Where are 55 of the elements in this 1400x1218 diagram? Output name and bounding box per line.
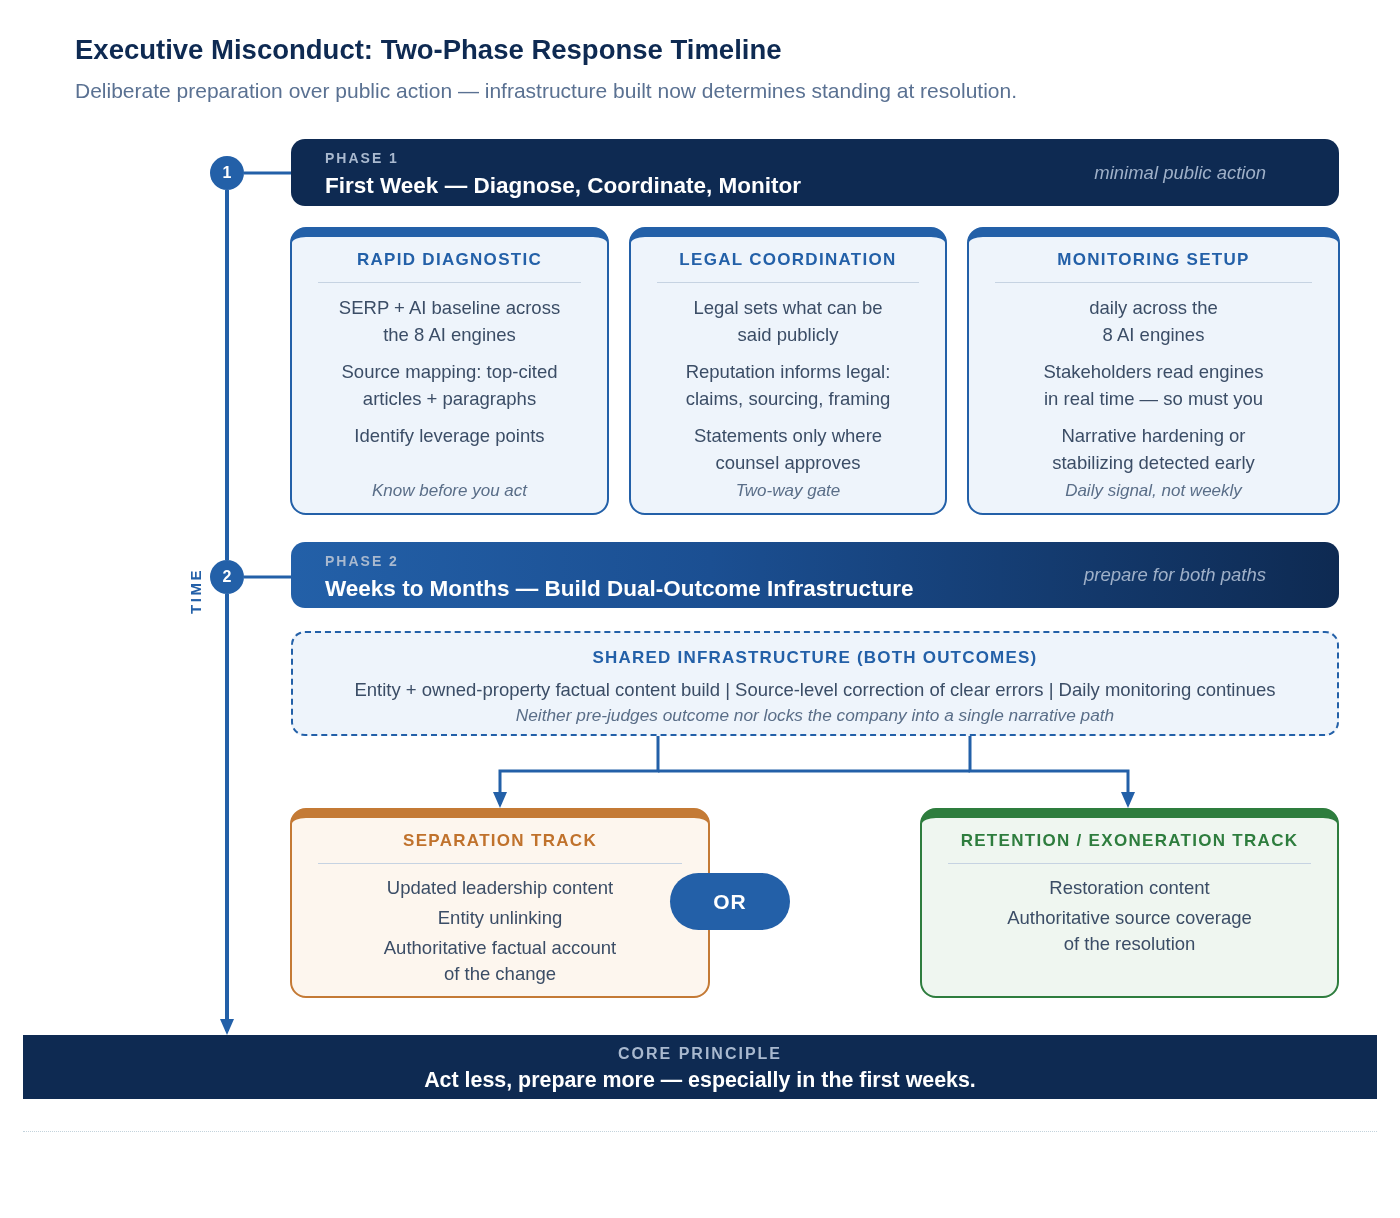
card-text: Identify leverage points — [354, 424, 545, 448]
task-card — [629, 227, 947, 515]
card-heading: RETENTION / EXONERATION TRACK — [960, 830, 1299, 852]
banner-heading: CORE PRINCIPLE — [618, 1044, 782, 1064]
card-text: SERP + AI baseline across the 8 AI engines — [337, 296, 562, 347]
card-text: Narrative hardening or stabilizing detected early — [1051, 424, 1256, 475]
card-text: Restoration content — [1049, 876, 1210, 900]
track-card — [290, 808, 710, 998]
task-card — [290, 227, 609, 515]
shared-infrastructure-panel — [291, 631, 1339, 736]
card-heading: MONITORING SETUP — [1057, 249, 1250, 271]
diagram-title: Executive Misconduct: Two-Phase Response Timeline — [75, 33, 782, 67]
arrow — [493, 736, 660, 808]
panel-text: Entity + owned-property factual content build | Source-level correction of clear errors | Daily monitoring continues — [354, 678, 1276, 702]
phase-note: minimal public action — [1094, 160, 1266, 185]
card-tagline: Daily signal, not weekly — [1065, 480, 1242, 502]
arrow — [968, 736, 1135, 808]
phase-label: PHASE 1 — [325, 149, 399, 168]
connector-line — [658, 769, 970, 773]
panel-heading: SHARED INFRASTRUCTURE (BOTH OUTCOMES) — [592, 647, 1038, 669]
arrow — [220, 594, 234, 1035]
card-text: Stakeholders read engines in real time — so must you — [1042, 360, 1265, 411]
connector-line — [225, 190, 229, 560]
phase-banner — [291, 542, 1339, 608]
card-heading: SEPARATION TRACK — [403, 830, 597, 852]
connector-line — [244, 171, 291, 175]
card-text: Reputation informs legal: claims, sourcing, framing — [684, 360, 892, 411]
panel-note: Neither pre-judges outcome nor locks the company into a single narrative path — [515, 704, 1115, 726]
card-text: Source mapping: top-cited articles + paragraphs — [340, 360, 559, 411]
step-marker: 2 — [210, 560, 244, 594]
card-text: Authoritative source coverage of the resolution — [1006, 906, 1253, 956]
task-card — [967, 227, 1340, 515]
phase-label: PHASE 2 — [325, 552, 399, 571]
card-heading: RAPID DIAGNOSTIC — [356, 249, 543, 271]
card-text: Updated leadership content — [386, 876, 614, 900]
connector-line — [244, 575, 291, 579]
card-text: Statements only where counsel approves — [692, 424, 884, 475]
choice-pill: OR — [670, 873, 790, 930]
phase-title: First Week — Diagnose, Coordinate, Monitor — [325, 172, 801, 200]
phase-note: prepare for both paths — [1083, 563, 1266, 587]
card-tagline: Know before you act — [372, 480, 527, 502]
phase-title: Weeks to Months — Build Dual-Outcome Infrastructure — [325, 575, 914, 603]
card-text: daily across the 8 AI engines — [1088, 296, 1219, 347]
track-card — [920, 808, 1339, 998]
banner-text: Act less, prepare more — especially in the first weeks. — [424, 1067, 976, 1094]
card-heading: LEGAL COORDINATION — [679, 249, 897, 271]
principle-banner — [23, 1035, 1377, 1099]
axis-label: TIME — [187, 568, 205, 614]
subtitle: Deliberate preparation over public action — infrastructure built now determines standing at resolution. — [75, 78, 1017, 104]
step-marker: 1 — [210, 156, 244, 190]
card-text: Entity unlinking — [437, 906, 563, 930]
phase-banner — [291, 139, 1339, 206]
card-text: Legal sets what can be said publicly — [692, 296, 884, 347]
card-text: Authoritative factual account of the change — [382, 936, 618, 986]
card-tagline: Two-way gate — [735, 480, 841, 502]
